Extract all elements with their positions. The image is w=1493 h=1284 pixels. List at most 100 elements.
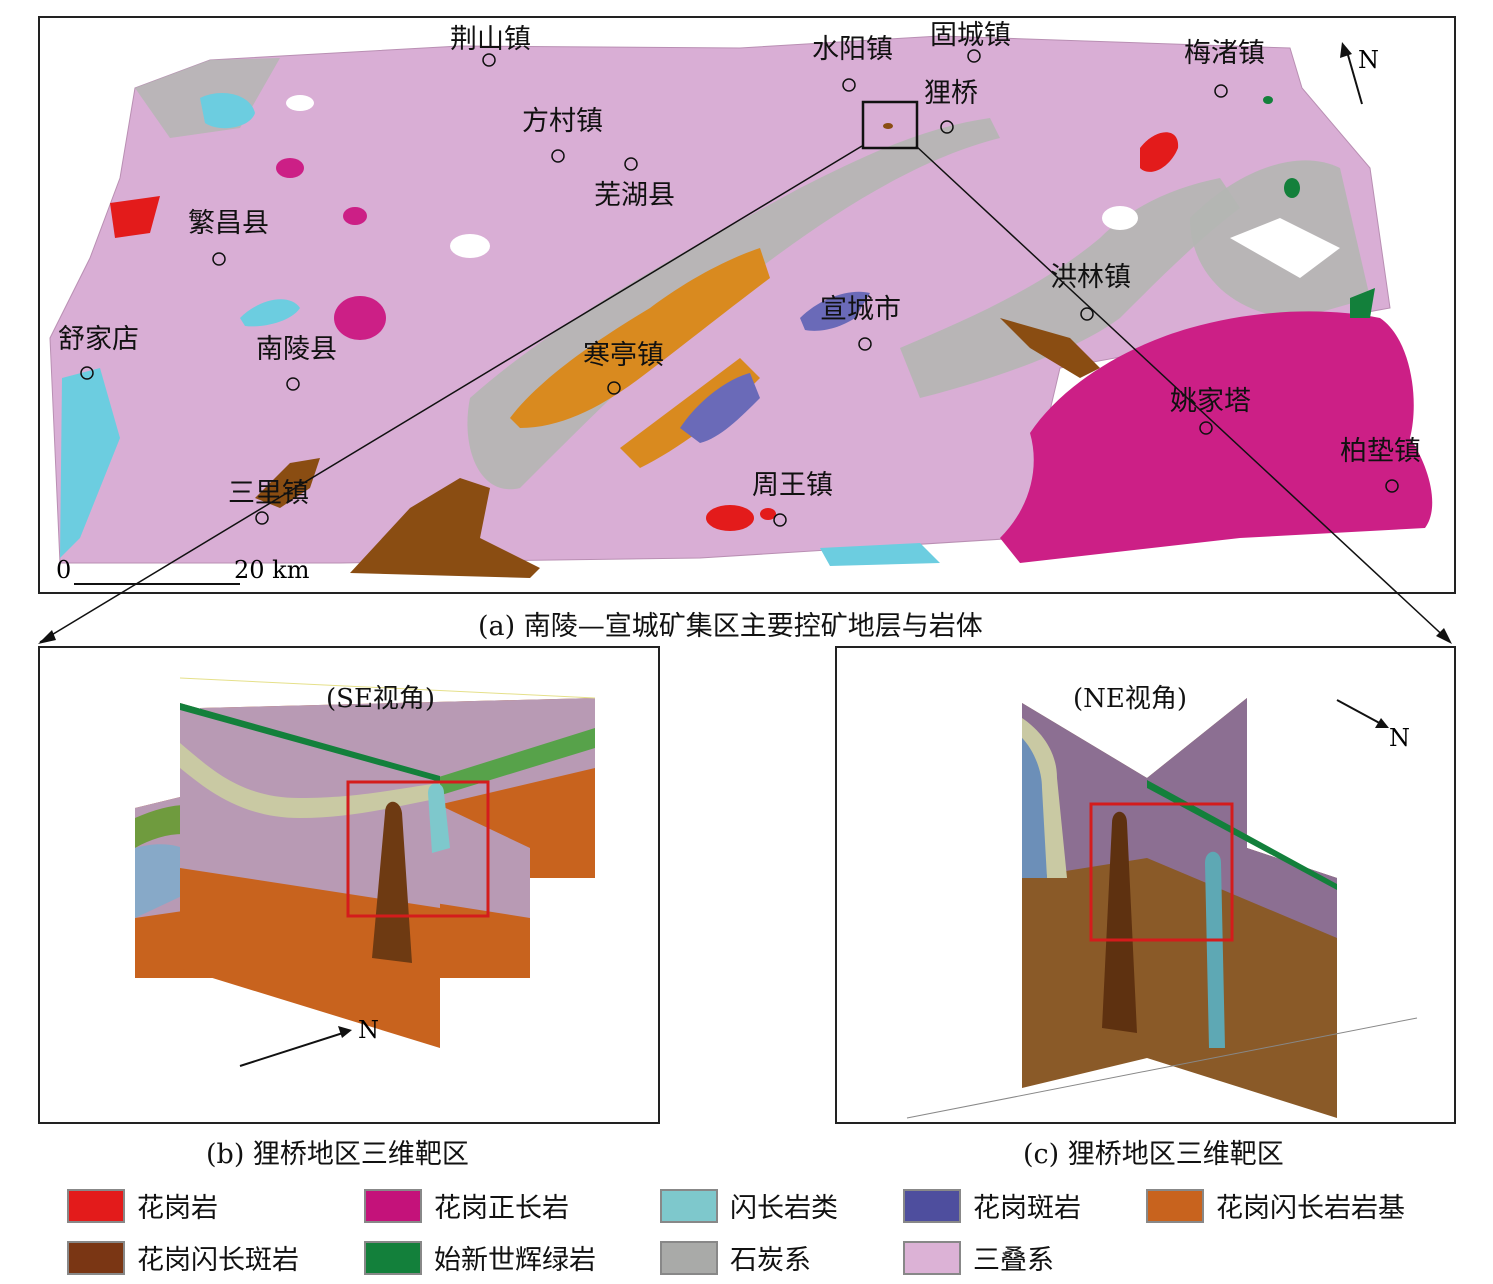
town-shuiyang: 水阳镇: [812, 34, 893, 92]
legend-item-granite-porphyry: 花岗斑岩: [903, 1186, 1081, 1225]
scale-label: 20 km: [234, 556, 310, 584]
target-box: [861, 100, 919, 150]
town-wuhu: 芜湖县: [594, 157, 675, 211]
legend-label: 花岗闪长斑岩: [137, 1245, 299, 1276]
north-arrow-b-head: [338, 1026, 352, 1038]
map-hole: [1102, 206, 1138, 230]
town-hanting: 寒亭镇: [583, 340, 664, 395]
legend-swatch: [67, 1188, 125, 1223]
town-nanling: 南陵县: [256, 334, 337, 391]
north-arrow-b: [239, 1031, 347, 1067]
svg-text:荆山镇: 荆山镇: [450, 24, 531, 55]
legend-label: 石炭系: [730, 1245, 811, 1276]
svg-text:固城镇: 固城镇: [930, 20, 1011, 51]
panel-c-section-view: N: [906, 698, 1418, 1119]
svg-text:方村镇: 方村镇: [522, 106, 603, 137]
legend-item-granite-syenite: 花岗正长岩: [364, 1186, 569, 1225]
town-liqiao: 狸桥: [924, 78, 978, 134]
town-fanchang: 繁昌县: [188, 208, 269, 266]
granite-patch: [1140, 132, 1179, 172]
svg-text:宣城市: 宣城市: [820, 294, 901, 325]
legend-swatch: [364, 1240, 422, 1275]
legend-item-granodiorite-porphyry: 花岗闪长斑岩: [67, 1238, 299, 1277]
town-zhouwang: 周王镇: [752, 470, 833, 527]
legend-swatch: [903, 1240, 961, 1275]
svg-text:姚家塔: 姚家塔: [1170, 386, 1251, 417]
north-arrow-c: [1336, 699, 1386, 727]
granodiorite-porphyry-patch: [1000, 318, 1100, 378]
granite-syenite-body: [334, 296, 386, 340]
target-body: [883, 123, 893, 129]
porphyry-column: [372, 801, 412, 963]
view-label-c: (NE视角): [1073, 684, 1188, 714]
diorite-patch: [60, 368, 120, 558]
legend-swatch: [1146, 1188, 1204, 1223]
granite-patch: [110, 196, 160, 238]
diorite-column: [1205, 851, 1225, 1048]
legend-label: 始新世辉绿岩: [434, 1245, 596, 1276]
panel-b-section-view: N: [135, 677, 596, 1067]
svg-text:周王镇: 周王镇: [752, 470, 833, 501]
granite-patch: [706, 505, 754, 531]
legend-item-carboniferous: 石炭系: [660, 1238, 811, 1277]
target-box-b: [346, 780, 490, 918]
granodiorite-batholith-patch: [510, 248, 770, 428]
legend-swatch: [67, 1240, 125, 1275]
granite-porphyry-patch: [680, 373, 760, 443]
svg-text:繁昌县: 繁昌县: [188, 208, 269, 239]
town-baidian: 柏垫镇: [1340, 436, 1421, 493]
town-fangcun: 方村镇: [522, 106, 603, 163]
svg-text:南陵县: 南陵县: [256, 334, 337, 365]
diabase-patch: [1263, 96, 1273, 104]
north-arrow: [1345, 47, 1363, 105]
diorite-patch: [240, 299, 300, 327]
north-label-b: N: [358, 1016, 379, 1044]
svg-text:狸桥: 狸桥: [924, 78, 978, 109]
legend-item-diorite: 闪长岩类: [660, 1186, 838, 1225]
town-sanli: 三里镇: [228, 478, 309, 525]
legend-item-eocene-diabase: 始新世辉绿岩: [364, 1238, 596, 1277]
legend-swatch: [660, 1188, 718, 1223]
north-label-c: N: [1389, 724, 1410, 752]
map-hole: [286, 95, 314, 111]
town-gucheng: 固城镇: [930, 20, 1011, 63]
legend-label: 花岗正长岩: [434, 1193, 569, 1224]
legend-label: 花岗闪长岩岩基: [1216, 1193, 1405, 1224]
town-yaojiata: 姚家塔: [1170, 386, 1251, 435]
carboniferous-band: [900, 178, 1240, 398]
town-jingshan: 荆山镇: [450, 24, 531, 67]
diabase-patch: [1350, 288, 1375, 318]
granite-syenite-body: [343, 207, 367, 225]
svg-text:水阳镇: 水阳镇: [812, 34, 893, 65]
diorite-patch: [820, 543, 940, 566]
panel-c-3d-target: N (NE视角): [835, 646, 1456, 1124]
town-meizhu: 梅渚镇: [1184, 38, 1265, 98]
granite-porphyry-patch: [800, 291, 870, 331]
svg-text:舒家店: 舒家店: [58, 324, 139, 355]
legend-swatch: [660, 1240, 718, 1275]
legend-item-triassic: 三叠系: [903, 1238, 1054, 1277]
granodiorite-porphyry-patch: [350, 478, 540, 578]
scale-zero: 0: [56, 556, 71, 584]
geologic-3d-map: 0 20 km N 荆山镇 水阳镇 固城镇 梅渚镇 狸桥 方村镇 芜湖县 繁昌县…: [49, 20, 1433, 585]
town-honglin: 洪林镇: [1050, 262, 1131, 321]
view-label-b: (SE视角): [326, 684, 436, 714]
legend-item-granite: 花岗岩: [67, 1186, 218, 1225]
target-box-c: [1089, 802, 1234, 942]
legend-label: 闪长岩类: [730, 1193, 838, 1224]
svg-text:寒亭镇: 寒亭镇: [583, 340, 664, 371]
map-panel-a: 0 20 km N 荆山镇 水阳镇 固城镇 梅渚镇 狸桥 方村镇 芜湖县 繁昌县…: [38, 16, 1456, 594]
diorite-patch: [200, 93, 255, 129]
granite-syenite-body: [276, 158, 304, 178]
map-hole: [1230, 218, 1340, 278]
svg-text:芜湖县: 芜湖县: [594, 180, 675, 211]
svg-text:柏垫镇: 柏垫镇: [1340, 436, 1421, 467]
caption-c: (c) 狸桥地区三维靶区: [1023, 1139, 1284, 1170]
north-label: N: [1358, 46, 1379, 74]
town-xuancheng: 宣城市: [820, 294, 901, 351]
town-shujiadian: 舒家店: [58, 324, 139, 380]
legend-label: 三叠系: [973, 1245, 1054, 1276]
legend-label: 花岗岩: [137, 1193, 218, 1224]
north-arrow-head: [1340, 42, 1352, 58]
map-hole: [450, 234, 490, 258]
